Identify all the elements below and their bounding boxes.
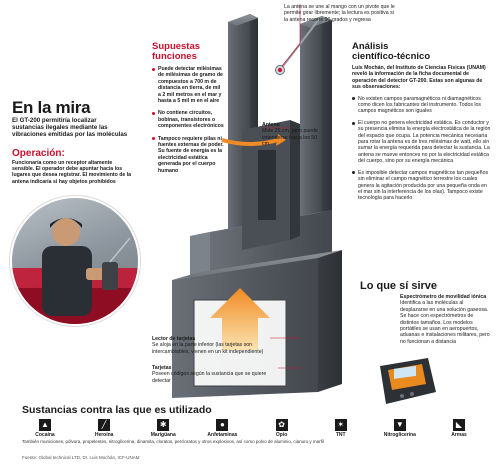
claimed-functions-title-1: Supuestas bbox=[152, 41, 201, 52]
analysis-title-1: Análisis bbox=[352, 41, 389, 52]
card-insert-arrow bbox=[210, 288, 270, 350]
substances-title: Sustancias contra las que es utilizado bbox=[22, 404, 212, 416]
substance-item: ✿ Opio bbox=[259, 419, 305, 438]
card-reader-title: Lector de tarjetas bbox=[152, 336, 196, 342]
cards-label: Tarjetas Poseen códigos según la sustanc… bbox=[152, 365, 270, 384]
what-works-title: Lo que sí sirve bbox=[360, 280, 438, 292]
substance-item: ✱ Marigüana bbox=[140, 419, 186, 438]
dynamite-icon: ✶ bbox=[334, 419, 347, 431]
substance-label: Nitroglicerina bbox=[383, 432, 416, 438]
substance-item: ▼ Nitroglicerina bbox=[377, 419, 423, 438]
substance-label: Opio bbox=[275, 432, 288, 438]
substance-label: TNT bbox=[335, 432, 346, 438]
claimed-function-item: Puede detectar milésimas de milésimas de… bbox=[152, 66, 224, 104]
claimed-functions-title-2: funciones bbox=[152, 51, 197, 62]
substance-item: ◣ Armas bbox=[436, 419, 482, 438]
claimed-function-item: Tampoco requiere pilas ni fuentes extern… bbox=[152, 136, 224, 174]
what-works-subtitle: Espectrómetro de movilidad iónica bbox=[400, 294, 487, 300]
needle-icon: ╱ bbox=[98, 419, 111, 431]
cards-text: Poseen códigos según la sustancia que se… bbox=[152, 371, 267, 384]
operation-text: Funcionaría como un receptor altamente s… bbox=[12, 160, 132, 185]
device-inner-core bbox=[242, 120, 300, 250]
analysis-item: El cuerpo no genera electricidad estátic… bbox=[352, 120, 492, 165]
gt200-device-illustration bbox=[172, 4, 342, 398]
gun-icon: ◣ bbox=[452, 419, 465, 431]
what-works-section: Lo que sí sirve Espectrómetro de movilid… bbox=[360, 280, 492, 345]
operation-title: Operación: bbox=[12, 148, 65, 159]
card-reader-text: Se aloja en la parte inferior (las tarje… bbox=[152, 342, 264, 355]
pill-icon: ● bbox=[216, 419, 229, 431]
antenna-label: Antena Mide 25 cm, pero puede extenderse… bbox=[262, 122, 320, 148]
substances-list: ▲ Cocaína ╱ Heroína ✱ Marigüana ● Anfeta… bbox=[22, 419, 482, 438]
substance-item: ▲ Cocaína bbox=[22, 419, 68, 438]
operator-illustration bbox=[12, 218, 138, 324]
analysis-item: Es imposible detectar campos magnéticos … bbox=[352, 170, 492, 202]
headline-text: El GT-200 permitiría localizar sustancia… bbox=[12, 117, 128, 139]
leaf-icon: ✱ bbox=[157, 419, 170, 431]
antenna-label-title: Antena bbox=[262, 122, 280, 128]
analysis-intro: Luis Mochán, del Instituto de Ciencias F… bbox=[352, 65, 486, 91]
analysis-item: No existen campos paramagnéticos ni diam… bbox=[352, 96, 492, 115]
poppy-icon: ✿ bbox=[275, 419, 288, 431]
analysis-title-2: científico-técnico bbox=[352, 51, 431, 62]
substance-item: ✶ TNT bbox=[318, 419, 364, 438]
substance-label: Heroína bbox=[94, 432, 114, 438]
substance-label: Armas bbox=[451, 432, 467, 438]
headline-title: En la mira bbox=[12, 98, 91, 117]
powder-icon: ▲ bbox=[39, 419, 51, 431]
device-right-wall bbox=[300, 16, 332, 232]
antenna-label-text: Mide 25 cm, pero puede extenderse hasta … bbox=[262, 128, 318, 148]
substance-item: ╱ Heroína bbox=[81, 419, 127, 438]
flask-icon: ▼ bbox=[393, 419, 406, 431]
claimed-functions-section: Supuestas funciones Puede detectar milés… bbox=[152, 42, 224, 177]
substance-label: Marigüana bbox=[150, 432, 176, 438]
antenna-pivot-note: La antena se une al mango con un pivote … bbox=[284, 4, 395, 23]
card-reader-label: Lector de tarjetas Se aloja en la parte … bbox=[152, 336, 270, 355]
spectrometer-illustration bbox=[380, 358, 436, 404]
source-credit: Fuente: Global technical LTD, Dr. Luis M… bbox=[22, 455, 140, 460]
substance-label: Anfetaminas bbox=[207, 432, 238, 438]
operator-photo bbox=[10, 196, 140, 326]
substance-label: Cocaína bbox=[35, 432, 55, 438]
scientific-analysis-section: Análisis científico-técnico Luis Mochán,… bbox=[352, 42, 492, 207]
operation-section: Operación: Funcionaría como un receptor … bbox=[12, 148, 132, 196]
cards-title: Tarjetas bbox=[152, 365, 172, 371]
what-works-text: Identifica a las moléculas al desplazars… bbox=[400, 300, 490, 345]
antenna-rotation-arrow bbox=[221, 138, 279, 146]
substance-item: ● Anfetaminas bbox=[199, 419, 245, 438]
substances-footer: También municiones, pólvora, propelentes… bbox=[22, 439, 324, 444]
claimed-function-item: No contiene circuitos, bobinas, transist… bbox=[152, 110, 224, 129]
